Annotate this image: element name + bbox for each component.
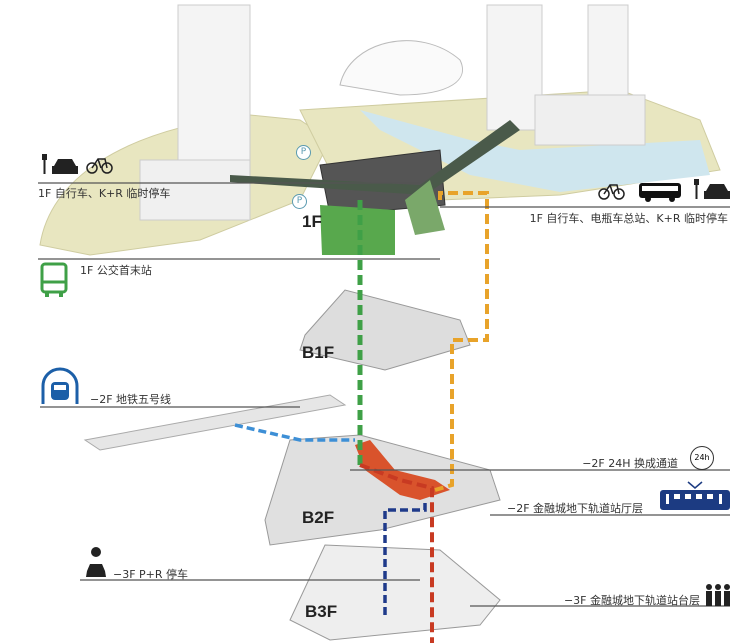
bridge — [230, 120, 520, 195]
route-orange — [434, 191, 489, 492]
label-b3-platform: −3F 金融城地下轨道站台层 — [563, 594, 700, 607]
floor-b2f-slab — [264, 434, 501, 546]
route-blue-dark — [383, 500, 427, 615]
label-b2-concourse: −2F 金融城地下轨道站厅层 — [507, 502, 644, 515]
label-1f-bike-ebike-kr: 1F 自行车、电瓶车总站、K+R 临时停车 — [529, 212, 728, 225]
parking-p-icon-2: P — [292, 194, 307, 209]
leader-lines — [38, 182, 730, 607]
floor-label-b3f: B3F — [305, 602, 338, 621]
water — [360, 110, 710, 192]
24h-badge-icon: 24h — [690, 446, 714, 470]
green-ramp-right — [405, 180, 445, 235]
route-red — [359, 463, 434, 643]
canopy — [339, 40, 463, 96]
metro-line-5 — [83, 394, 347, 451]
floor-label-b1f: B1F — [302, 343, 335, 362]
label-b2-metro5: −2F 地铁五号线 — [90, 393, 172, 406]
parking-p-icon: P — [296, 145, 311, 160]
floor-b3f-slab — [289, 544, 501, 641]
label-1f-bus-terminal: 1F 公交首末站 — [80, 264, 152, 277]
floor-label-b2f: B2F — [302, 508, 335, 527]
label-b3-pr: −3F P+R 停车 — [113, 568, 189, 581]
tower-left — [139, 4, 251, 221]
label-1f-bike-kr: 1F 自行车、K+R 临时停车 — [38, 187, 171, 200]
route-blue-light — [234, 423, 355, 442]
label-b2-24h: −2F 24H 换成通道 — [582, 457, 678, 470]
floor-b1f-slab — [299, 289, 471, 371]
floor-label-1f: 1F — [302, 212, 322, 231]
tower-right — [486, 4, 646, 146]
